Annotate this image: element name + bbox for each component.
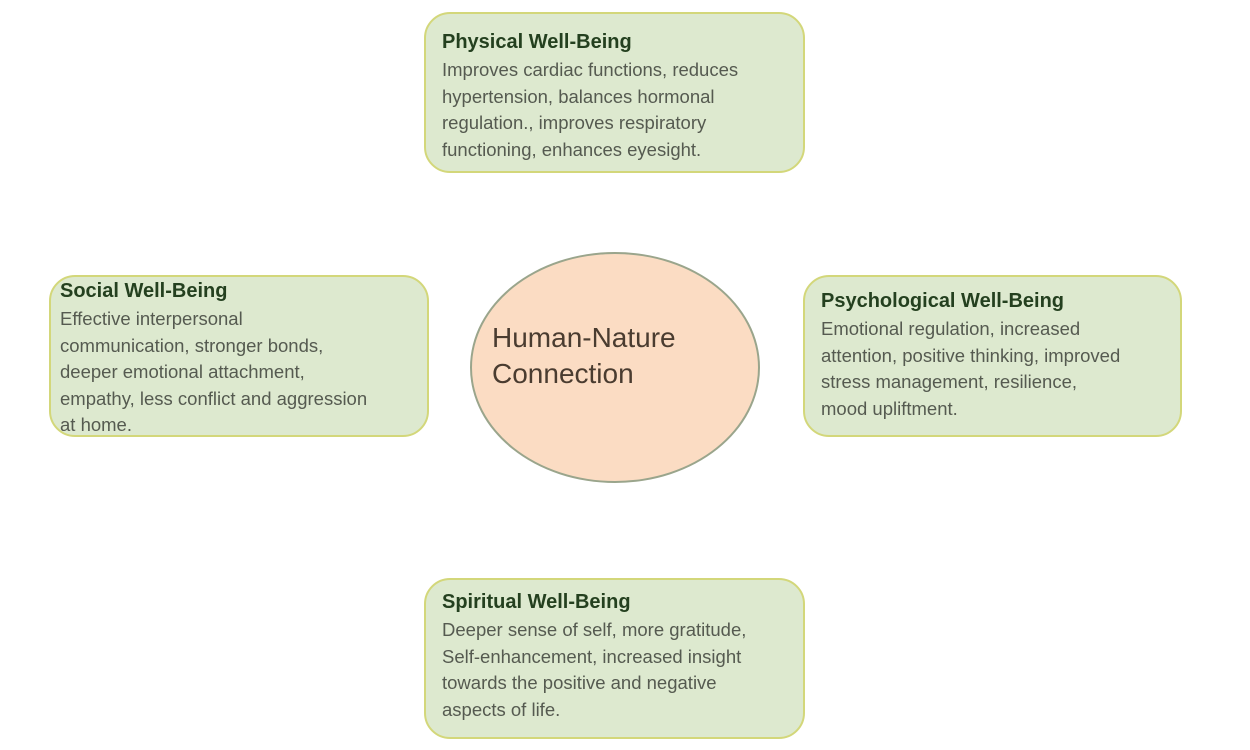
hub-label-line: Human-Nature bbox=[492, 322, 676, 353]
social-well-being-box: Social Well-Being Effective interpersona… bbox=[49, 275, 429, 437]
hub-label-line: Connection bbox=[492, 358, 634, 389]
box-body: Effective interpersonal communication, s… bbox=[60, 306, 413, 439]
body-line: Self-enhancement, increased insight bbox=[442, 645, 742, 667]
body-line: attention, positive thinking, improved bbox=[821, 344, 1121, 366]
spiritual-well-being-box: Spiritual Well-Being Deeper sense of sel… bbox=[424, 578, 805, 739]
psychological-well-being-box: Psychological Well-Being Emotional regul… bbox=[803, 275, 1182, 437]
physical-well-being-box: Physical Well-Being Improves cardiac fun… bbox=[424, 12, 805, 173]
box-title: Social Well-Being bbox=[60, 280, 228, 302]
body-line: communication, stronger bonds, bbox=[60, 334, 324, 356]
box-body: Improves cardiac functions, reduces hype… bbox=[442, 57, 789, 163]
body-line: mood upliftment. bbox=[821, 397, 958, 419]
body-line: Improves cardiac functions, reduces bbox=[442, 59, 739, 80]
body-line: deeper emotional attachment, bbox=[60, 361, 305, 382]
body-line: aspects of life. bbox=[442, 698, 561, 720]
body-line: Deeper sense of self, more gratitude, bbox=[442, 619, 747, 640]
body-line: towards the positive and negative bbox=[442, 672, 717, 693]
box-title: Psychological Well-Being bbox=[821, 290, 1065, 312]
box-title: Spiritual Well-Being bbox=[442, 591, 631, 613]
box-body: Emotional regulation, increased attentio… bbox=[821, 316, 1166, 422]
body-line: empathy, less conflict and aggression bbox=[60, 387, 368, 409]
body-line: at home. bbox=[60, 414, 132, 435]
body-line: stress management, resilience, bbox=[821, 371, 1078, 392]
body-line: regulation., improves respiratory bbox=[442, 112, 707, 133]
body-line: Effective interpersonal bbox=[60, 308, 243, 329]
body-line: Emotional regulation, increased bbox=[821, 318, 1081, 339]
box-title: Physical Well-Being bbox=[442, 31, 632, 53]
body-line: functioning, enhances eyesight. bbox=[442, 138, 702, 160]
box-body: Deeper sense of self, more gratitude, Se… bbox=[442, 617, 789, 723]
body-line: hypertension, balances hormonal bbox=[442, 85, 715, 107]
